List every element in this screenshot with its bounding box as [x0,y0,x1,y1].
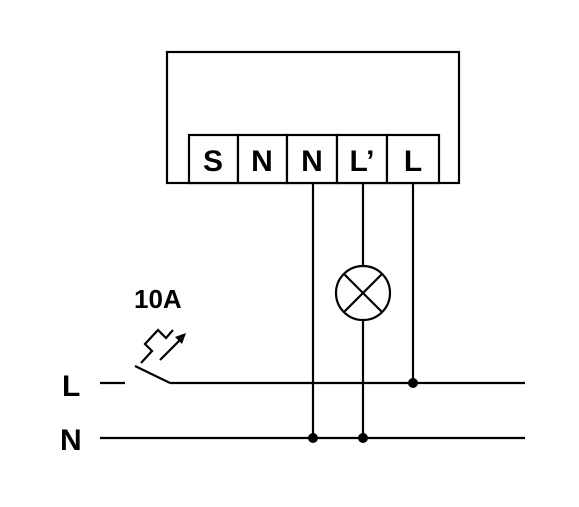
live-line-label: L [62,370,80,403]
breaker-icon [134,328,186,384]
neutral-line-label: N [60,424,82,457]
terminal-block: S N N L’ L [187,133,441,185]
terminal-label-n2: N [301,145,323,178]
terminal-label-l-prime: L’ [349,145,374,178]
terminal-label-s: S [203,145,223,178]
terminal-cell-n1 [236,133,289,185]
junction-neutral-n [308,433,318,443]
junction-live-l [408,378,418,388]
terminal-cell-l [385,133,441,185]
terminal-cell-s [187,133,240,185]
terminal-label-n1: N [251,145,273,178]
terminal-label-l: L [404,145,422,178]
junction-neutral-lamp [358,433,368,443]
lamp-icon [334,264,392,322]
breaker-rating-label: 10A [134,284,182,314]
